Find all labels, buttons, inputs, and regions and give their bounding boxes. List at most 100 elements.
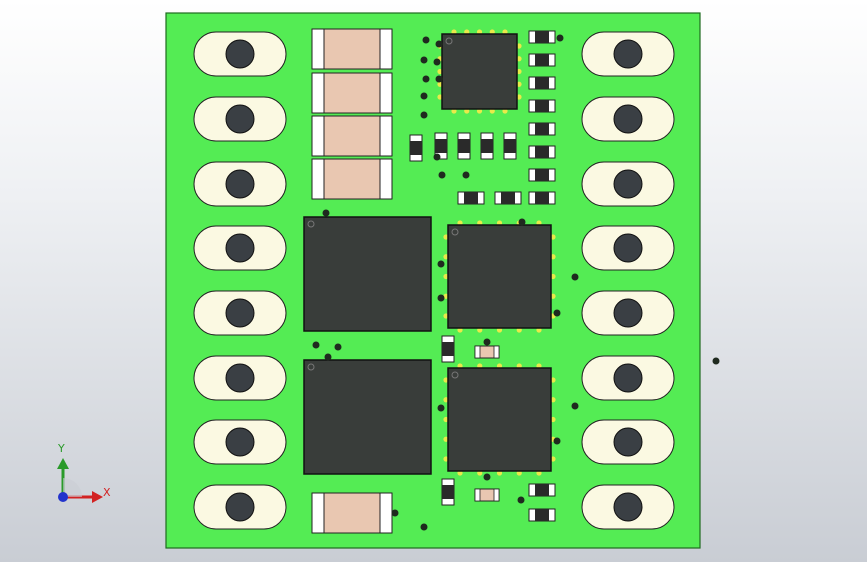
resistor[interactable] — [409, 134, 423, 162]
capacitor[interactable] — [311, 158, 393, 200]
resistor[interactable] — [528, 30, 556, 44]
resistor-body[interactable] — [535, 77, 549, 89]
capacitor[interactable] — [311, 28, 393, 70]
via[interactable] — [420, 56, 428, 64]
connector-pad[interactable] — [581, 419, 675, 465]
small-capacitor-terminal[interactable] — [474, 345, 481, 359]
pin1-marker[interactable] — [451, 371, 459, 379]
resistor[interactable] — [441, 478, 455, 506]
ic-chip[interactable] — [303, 216, 432, 332]
ic-chip[interactable] — [303, 359, 432, 475]
chip-body[interactable] — [447, 367, 552, 472]
pad-hole[interactable] — [225, 169, 255, 199]
connector-pad[interactable] — [581, 225, 675, 271]
via[interactable] — [438, 171, 446, 179]
via[interactable] — [437, 294, 445, 302]
resistor[interactable] — [457, 132, 471, 160]
via[interactable] — [571, 273, 579, 281]
small-capacitor-terminal[interactable] — [493, 488, 500, 502]
capacitor-terminal[interactable] — [311, 115, 325, 157]
chip-body[interactable] — [441, 33, 518, 110]
capacitor-terminal[interactable] — [311, 158, 325, 200]
capacitor-terminal[interactable] — [311, 492, 325, 534]
resistor-body[interactable] — [535, 54, 549, 66]
via[interactable] — [422, 75, 430, 83]
resistor[interactable] — [441, 335, 455, 363]
pad-hole[interactable] — [225, 492, 255, 522]
resistor[interactable] — [528, 76, 556, 90]
pad-hole[interactable] — [225, 233, 255, 263]
via[interactable] — [391, 509, 399, 517]
small-capacitor[interactable] — [474, 488, 500, 502]
resistor[interactable] — [528, 483, 556, 497]
resistor[interactable] — [528, 191, 556, 205]
resistor-body[interactable] — [504, 139, 516, 153]
resistor-body[interactable] — [442, 485, 454, 499]
resistor-body[interactable] — [535, 484, 549, 496]
resistor[interactable] — [503, 132, 517, 160]
pad-hole[interactable] — [613, 104, 643, 134]
pad-hole[interactable] — [225, 427, 255, 457]
via[interactable] — [420, 523, 428, 531]
pad-hole[interactable] — [613, 169, 643, 199]
pad-hole[interactable] — [613, 427, 643, 457]
connector-pad[interactable] — [193, 290, 287, 336]
connector-pad[interactable] — [193, 355, 287, 401]
connector-pad[interactable] — [193, 31, 287, 77]
via[interactable] — [420, 111, 428, 119]
resistor[interactable] — [457, 191, 485, 205]
resistor-body[interactable] — [535, 509, 549, 521]
pin1-marker[interactable] — [451, 228, 459, 236]
pin1-marker[interactable] — [307, 220, 315, 228]
resistor-body[interactable] — [458, 139, 470, 153]
via[interactable] — [435, 40, 443, 48]
pad-hole[interactable] — [613, 492, 643, 522]
capacitor[interactable] — [311, 115, 393, 157]
resistor[interactable] — [528, 145, 556, 159]
connector-pad[interactable] — [581, 161, 675, 207]
via[interactable] — [553, 437, 561, 445]
connector-pad[interactable] — [581, 290, 675, 336]
resistor[interactable] — [480, 132, 494, 160]
resistor[interactable] — [528, 508, 556, 522]
connector-pad[interactable] — [193, 225, 287, 271]
via[interactable] — [334, 343, 342, 351]
resistor-body[interactable] — [410, 141, 422, 155]
via[interactable] — [483, 473, 491, 481]
pad-hole[interactable] — [225, 298, 255, 328]
resistor-body[interactable] — [464, 192, 478, 204]
resistor[interactable] — [528, 99, 556, 113]
resistor-body[interactable] — [481, 139, 493, 153]
pad-hole[interactable] — [613, 363, 643, 393]
resistor-body[interactable] — [535, 146, 549, 158]
capacitor-terminal[interactable] — [311, 28, 325, 70]
capacitor-terminal[interactable] — [379, 28, 393, 70]
pad-hole[interactable] — [225, 104, 255, 134]
via[interactable] — [553, 309, 561, 317]
via[interactable] — [437, 404, 445, 412]
ic-chip[interactable] — [443, 220, 556, 333]
resistor[interactable] — [528, 53, 556, 67]
pad-hole[interactable] — [225, 363, 255, 393]
small-capacitor-terminal[interactable] — [474, 488, 481, 502]
via[interactable] — [571, 402, 579, 410]
resistor-body[interactable] — [535, 169, 549, 181]
via[interactable] — [422, 36, 430, 44]
ic-chip[interactable] — [437, 29, 522, 114]
resistor[interactable] — [494, 191, 522, 205]
pad-hole[interactable] — [613, 233, 643, 263]
capacitor-terminal[interactable] — [379, 158, 393, 200]
via[interactable] — [433, 153, 441, 161]
resistor-body[interactable] — [535, 31, 549, 43]
chip-body[interactable] — [303, 216, 432, 332]
small-capacitor[interactable] — [474, 345, 500, 359]
connector-pad[interactable] — [581, 96, 675, 142]
chip-body[interactable] — [447, 224, 552, 329]
capacitor-terminal[interactable] — [379, 72, 393, 114]
via[interactable] — [322, 209, 330, 217]
capacitor-body[interactable] — [311, 28, 393, 70]
via[interactable] — [462, 171, 470, 179]
pad-hole[interactable] — [225, 39, 255, 69]
connector-pad[interactable] — [193, 161, 287, 207]
